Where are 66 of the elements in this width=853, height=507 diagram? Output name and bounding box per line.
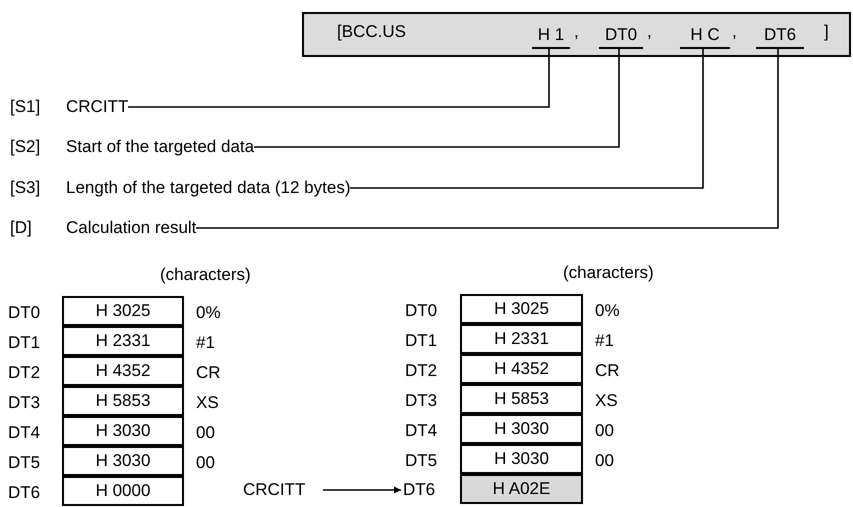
leader-line <box>254 47 620 148</box>
character-label: 00 <box>595 452 614 469</box>
operand-tag: [S2] <box>10 134 66 160</box>
register-label: DT6 <box>8 484 40 501</box>
instruction-box <box>302 12 851 57</box>
data-cell: H 2331 <box>460 324 583 354</box>
register-label: DT4 <box>405 422 438 439</box>
operand: H 1 <box>532 23 570 49</box>
description-text: Start of the targeted data <box>66 136 254 158</box>
register-label: DT4 <box>8 424 40 441</box>
leader-line <box>128 47 550 108</box>
description-text: Length of the targeted data (12 bytes) <box>66 177 350 200</box>
data-cell: H 3025 <box>460 294 583 324</box>
register-label: DT0 <box>405 302 438 319</box>
arrow <box>323 486 401 494</box>
register-label: DT2 <box>405 362 438 379</box>
data-cell: H 5853 <box>62 386 184 416</box>
description-text: CRCITT <box>66 96 128 118</box>
character-label: #1 <box>196 334 215 351</box>
data-cell: H 3030 <box>460 444 583 474</box>
register-label: DT2 <box>8 364 40 381</box>
data-cell: H 2331 <box>62 326 184 356</box>
character-label: CR <box>595 362 620 379</box>
separator: , <box>647 23 652 40</box>
character-label: 0% <box>595 302 620 319</box>
operand-tag: [S1] <box>10 94 66 120</box>
text-label: CRCITT <box>243 478 321 502</box>
operand-tag: [S3] <box>10 175 66 201</box>
character-label: XS <box>595 392 618 409</box>
data-cell: H 3025 <box>62 296 184 326</box>
register-label: DT5 <box>405 452 438 469</box>
instruction-name: [BCC.US <box>337 23 406 40</box>
character-label: 00 <box>196 454 215 471</box>
data-cell: H 0000 <box>62 476 184 506</box>
character-label: CR <box>196 364 221 381</box>
data-cell: H 4352 <box>62 356 184 386</box>
data-cell: H 4352 <box>460 354 583 384</box>
operand-tag: [D] <box>10 215 66 241</box>
leader-line <box>196 47 779 229</box>
register-label: DT5 <box>8 454 40 471</box>
character-label: XS <box>196 394 219 411</box>
character-label: 00 <box>595 422 614 439</box>
character-label: #1 <box>595 332 614 349</box>
data-cell: H 3030 <box>62 416 184 446</box>
data-cell: H 3030 <box>62 446 184 476</box>
operand: DT6 <box>756 23 804 49</box>
data-cell: H 3030 <box>460 414 583 444</box>
separator: , <box>574 23 579 40</box>
separator: , <box>732 23 737 40</box>
column-heading: (characters) <box>160 266 251 283</box>
register-label: DT1 <box>8 334 40 351</box>
register-label: DT3 <box>8 394 40 411</box>
leader-line <box>350 47 704 189</box>
register-label: DT0 <box>8 304 40 321</box>
character-label: 0% <box>196 304 221 321</box>
data-cell: H A02E <box>460 474 583 504</box>
data-cell: H 5853 <box>460 384 583 414</box>
register-label: DT3 <box>405 392 438 409</box>
register-label: DT1 <box>405 332 438 349</box>
separator: ] <box>824 23 829 40</box>
text-label: DT6 <box>403 476 447 504</box>
operand: DT0 <box>599 23 643 49</box>
character-label: 00 <box>196 424 215 441</box>
description-text: Calculation result <box>66 217 196 240</box>
column-heading: (characters) <box>563 264 654 281</box>
operand: H C <box>680 23 730 49</box>
